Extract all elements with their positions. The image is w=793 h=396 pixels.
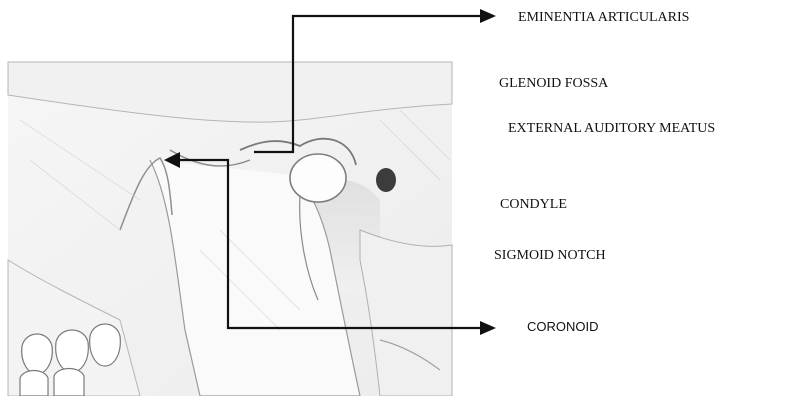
label-eminentia-articularis: EMINENTIA ARTICULARIS	[518, 10, 689, 26]
tooth	[22, 334, 53, 374]
tooth	[90, 324, 121, 366]
tooth	[20, 371, 48, 396]
arrowhead-eminentia	[480, 9, 496, 23]
label-glenoid-fossa: GLENOID FOSSA	[499, 76, 608, 92]
skull-sketch	[8, 62, 452, 396]
label-condyle: CONDYLE	[500, 197, 567, 213]
label-coronoid: CORONOID	[527, 319, 599, 335]
auditory-meatus-hole	[376, 168, 396, 192]
label-external-auditory-meatus: EXTERNAL AUDITORY MEATUS	[508, 121, 715, 137]
tooth	[54, 369, 84, 396]
label-sigmoid-notch: SIGMOID NOTCH	[494, 248, 606, 264]
tooth	[56, 330, 89, 372]
condyle-head	[290, 154, 346, 202]
arrowhead-coronoid	[480, 321, 496, 335]
